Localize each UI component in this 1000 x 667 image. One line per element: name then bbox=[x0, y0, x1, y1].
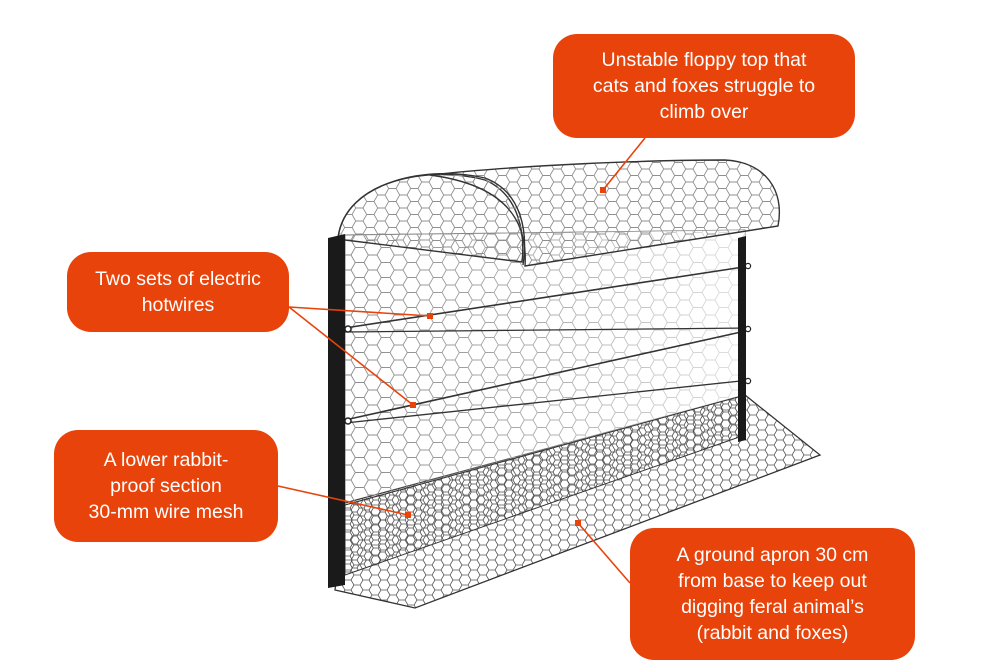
leader-dot bbox=[405, 512, 411, 518]
insulator-icon bbox=[744, 377, 752, 385]
leader-hotwire-upper bbox=[288, 306, 431, 317]
insulator-icon bbox=[344, 417, 352, 425]
leader-dot bbox=[410, 402, 416, 408]
leader-dot bbox=[427, 313, 433, 319]
callout-lower-section: A lower rabbit- proof section 30-mm wire… bbox=[54, 430, 278, 542]
leader-lower-section bbox=[277, 485, 409, 516]
leader-dot bbox=[600, 187, 606, 193]
upper-mesh-fade bbox=[345, 230, 745, 505]
right-fence-post bbox=[738, 236, 746, 442]
callout-ground-apron: A ground apron 30 cm from base to keep o… bbox=[630, 528, 915, 660]
leader-lines bbox=[277, 137, 646, 584]
leader-hotwire-lower bbox=[288, 306, 414, 406]
hotwire-lower-2 bbox=[344, 379, 751, 424]
insulator-icon bbox=[744, 325, 752, 333]
left-fence-post bbox=[328, 234, 345, 588]
insulator-icon bbox=[344, 325, 352, 333]
leader-apron bbox=[577, 522, 631, 584]
hotwire-upper bbox=[344, 265, 751, 329]
hotwire-upper-2 bbox=[344, 327, 751, 333]
floppy-top-outline bbox=[337, 172, 526, 266]
leader-floppy-top bbox=[602, 137, 646, 191]
callout-hotwires: Two sets of electric hotwires bbox=[67, 252, 289, 332]
leader-dot bbox=[575, 520, 581, 526]
floppy-top-mesh bbox=[429, 159, 780, 267]
callout-floppy-top: Unstable floppy top that cats and foxes … bbox=[553, 34, 855, 138]
insulator-icon bbox=[744, 262, 752, 270]
